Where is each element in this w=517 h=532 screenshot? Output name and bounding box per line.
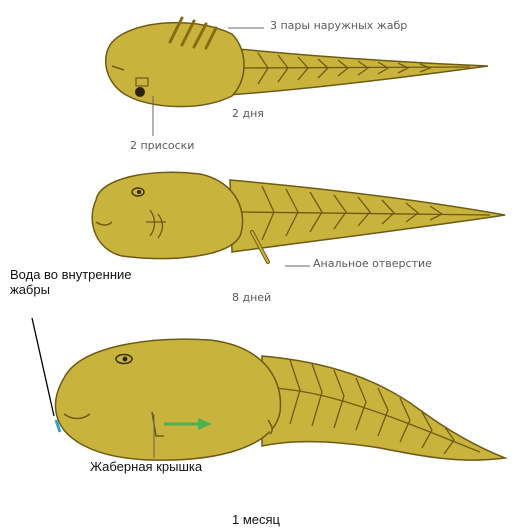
eye-pupil [123, 357, 128, 362]
tadpole-stage-2-days [106, 18, 488, 136]
tadpole-stage-1-month [32, 318, 505, 460]
tadpole-tail [228, 48, 488, 95]
tadpole-body [92, 172, 242, 258]
suckers-label: 2 присоски [130, 140, 194, 153]
water-inflow-pointer-line [32, 318, 54, 416]
tadpole-tail [262, 356, 505, 460]
stage-1-month-label: 1 месяц [232, 513, 280, 528]
eye-pupil [137, 190, 141, 194]
gill-cover-label: Жаберная крышка [90, 460, 202, 475]
anal-opening-label: Анальное отверстие [313, 258, 432, 271]
stage-8-days-label: 8 дней [232, 292, 271, 305]
gills-pairs-label: 3 пары наружных жабр [270, 20, 407, 33]
stage-2-days-label: 2 дня [232, 108, 264, 121]
sucker [135, 87, 145, 97]
tadpole-tail [230, 180, 505, 252]
tadpole-body [55, 339, 280, 460]
water-to-gills-label: Вода во внутренние жабры [10, 268, 170, 298]
sucker [136, 78, 148, 86]
tadpole-stage-8-days [92, 172, 505, 266]
